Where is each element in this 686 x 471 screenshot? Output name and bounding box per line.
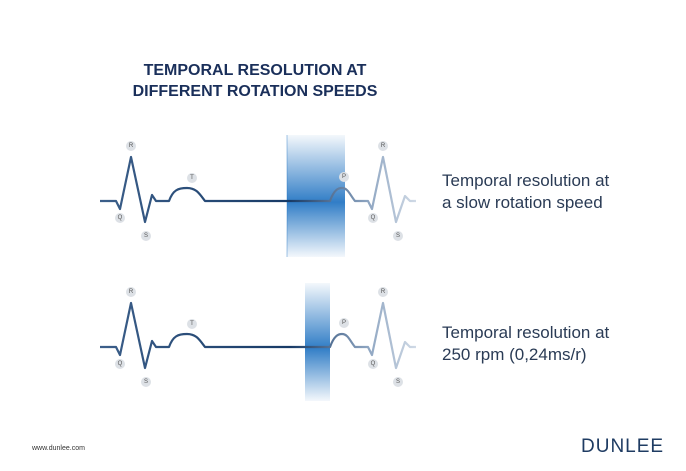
wave-label-q: Q xyxy=(371,215,376,221)
wave-label-marker xyxy=(378,287,388,297)
wave-label-marker xyxy=(368,213,378,223)
wave-label-marker xyxy=(141,377,151,387)
caption-line: a slow rotation speed xyxy=(442,193,603,212)
ecg-trace xyxy=(100,301,416,370)
wave-label-marker xyxy=(115,213,125,223)
wave-label-marker xyxy=(187,319,197,329)
caption-line: Temporal resolution at xyxy=(442,171,610,190)
wave-label-r: R xyxy=(129,143,134,149)
title-line-1: TEMPORAL RESOLUTION AT xyxy=(143,62,367,79)
diagram-title: TEMPORAL RESOLUTION AT DIFFERENT ROTATION… xyxy=(105,60,405,102)
wave-label-q: Q xyxy=(118,361,123,367)
wave-label-marker xyxy=(141,231,151,241)
wave-label-s: S xyxy=(144,233,148,239)
wave-label-q: Q xyxy=(118,215,123,221)
wave-label-s: S xyxy=(144,379,148,385)
dunlee-logo: DUNLEE xyxy=(581,436,665,457)
wave-label-marker xyxy=(126,141,136,151)
title-line-2: DIFFERENT ROTATION SPEEDS xyxy=(132,83,378,100)
wave-label-marker xyxy=(378,141,388,151)
wave-label-s: S xyxy=(396,233,400,239)
temporal-window-band xyxy=(287,135,345,257)
wave-label-marker xyxy=(339,172,349,182)
wave-label-s: S xyxy=(396,379,400,385)
wave-label-t: T xyxy=(190,321,194,327)
wave-label-r: R xyxy=(381,289,386,295)
ecg-panel-slow: R Q S T P R Q S xyxy=(100,135,416,257)
wave-label-r: R xyxy=(381,143,386,149)
wave-label-marker xyxy=(393,377,403,387)
caption-line: 250 rpm (0,24ms/r) xyxy=(442,345,587,364)
wave-label-t: T xyxy=(190,175,194,181)
caption-slow: Temporal resolution at a slow rotation sp… xyxy=(442,170,609,214)
wave-label-r: R xyxy=(129,289,134,295)
ecg-panel-250rpm: R Q S T P R Q S xyxy=(100,283,416,401)
wave-label-q: Q xyxy=(371,361,376,367)
ecg-trace xyxy=(100,155,416,224)
caption-line: Temporal resolution at xyxy=(442,323,610,342)
website-url: www.dunlee.com xyxy=(32,445,85,452)
wave-label-marker xyxy=(368,359,378,369)
wave-label-marker xyxy=(126,287,136,297)
wave-label-marker xyxy=(339,318,349,328)
caption-250rpm: Temporal resolution at 250 rpm (0,24ms/r) xyxy=(442,322,609,366)
wave-label-p: P xyxy=(342,320,346,326)
wave-label-marker xyxy=(187,173,197,183)
wave-label-p: P xyxy=(342,174,346,180)
temporal-window-band xyxy=(305,283,330,401)
wave-label-marker xyxy=(115,359,125,369)
wave-label-marker xyxy=(393,231,403,241)
